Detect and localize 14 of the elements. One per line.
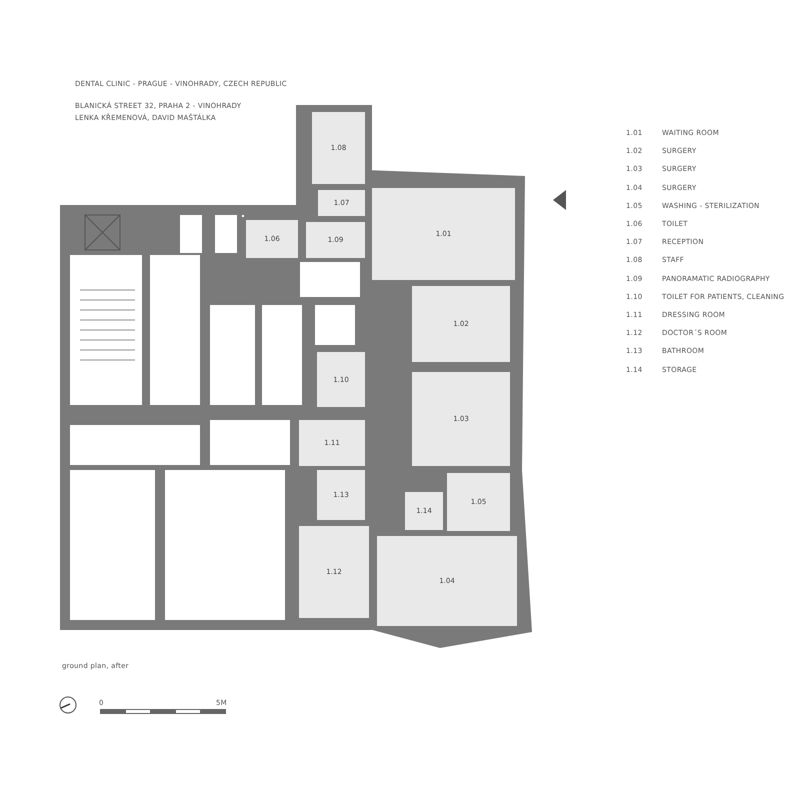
room-area: [317, 352, 365, 407]
room-area: [312, 112, 365, 184]
room-area: [246, 220, 298, 258]
room-area: [412, 286, 510, 362]
room-area: [412, 372, 510, 466]
room-area: [299, 420, 365, 466]
room-area: [447, 473, 510, 531]
room-area: [377, 536, 517, 626]
room-area: [299, 526, 369, 618]
room-area: [318, 190, 365, 216]
room-area: [306, 222, 365, 258]
room-area: [317, 470, 365, 520]
room-area: [405, 492, 443, 530]
room-area: [372, 188, 515, 280]
